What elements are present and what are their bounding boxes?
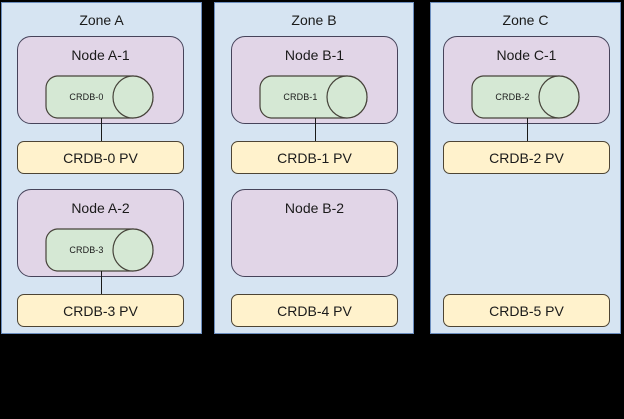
node-a-2[interactable]: Node A-2 CRDB-3 <box>17 189 184 277</box>
database-cylinder-icon <box>45 75 154 119</box>
zone-b-title: Zone B <box>291 12 337 28</box>
pv-crdb-1-label: CRDB-1 PV <box>277 149 352 166</box>
pv-crdb-3-label: CRDB-3 PV <box>63 302 138 319</box>
pod-crdb-0[interactable]: CRDB-0 <box>45 75 157 119</box>
database-cylinder-icon <box>45 228 154 272</box>
pv-crdb-5-label: CRDB-5 PV <box>489 302 564 319</box>
pv-crdb-0-label: CRDB-0 PV <box>63 149 138 166</box>
node-b-1[interactable]: Node B-1 CRDB-1 <box>231 36 398 124</box>
zone-b[interactable]: Zone B Node B-1 CRDB-1 CRDB-1 PV Node B-… <box>214 2 414 334</box>
connector-crdb-3 <box>101 271 102 295</box>
pv-crdb-0[interactable]: CRDB-0 PV <box>17 141 184 174</box>
pod-crdb-1[interactable]: CRDB-1 <box>259 75 371 119</box>
pv-crdb-2-label: CRDB-2 PV <box>489 149 564 166</box>
pod-crdb-2[interactable]: CRDB-2 <box>471 75 583 119</box>
zone-c-title: Zone C <box>502 12 549 28</box>
node-a-1[interactable]: Node A-1 CRDB-0 <box>17 36 184 124</box>
pv-crdb-4-label: CRDB-4 PV <box>277 302 352 319</box>
pv-crdb-4[interactable]: CRDB-4 PV <box>231 294 398 327</box>
database-cylinder-icon <box>259 75 368 119</box>
node-a-1-title: Node A-1 <box>71 47 130 63</box>
node-c-1[interactable]: Node C-1 CRDB-2 <box>443 36 610 124</box>
node-a-2-title: Node A-2 <box>71 200 130 216</box>
connector-crdb-2 <box>527 118 528 142</box>
connector-crdb-0 <box>101 118 102 142</box>
node-b-2-title: Node B-2 <box>284 200 345 216</box>
database-cylinder-icon <box>471 75 580 119</box>
pv-crdb-2[interactable]: CRDB-2 PV <box>443 141 610 174</box>
zone-a-title: Zone A <box>79 12 124 28</box>
zone-a[interactable]: Zone A Node A-1 CRDB-0 CRDB-0 PV Node A-… <box>1 2 202 334</box>
pv-crdb-1[interactable]: CRDB-1 PV <box>231 141 398 174</box>
node-c-1-title: Node C-1 <box>496 47 557 63</box>
zone-c[interactable]: Zone C Node C-1 CRDB-2 CRDB-2 PV CRDB-5 … <box>430 2 621 334</box>
node-b-1-title: Node B-1 <box>284 47 345 63</box>
node-b-2[interactable]: Node B-2 <box>231 189 398 277</box>
connector-crdb-1 <box>315 118 316 142</box>
pv-crdb-3[interactable]: CRDB-3 PV <box>17 294 184 327</box>
pv-crdb-5[interactable]: CRDB-5 PV <box>443 294 610 327</box>
pod-crdb-3[interactable]: CRDB-3 <box>45 228 157 272</box>
